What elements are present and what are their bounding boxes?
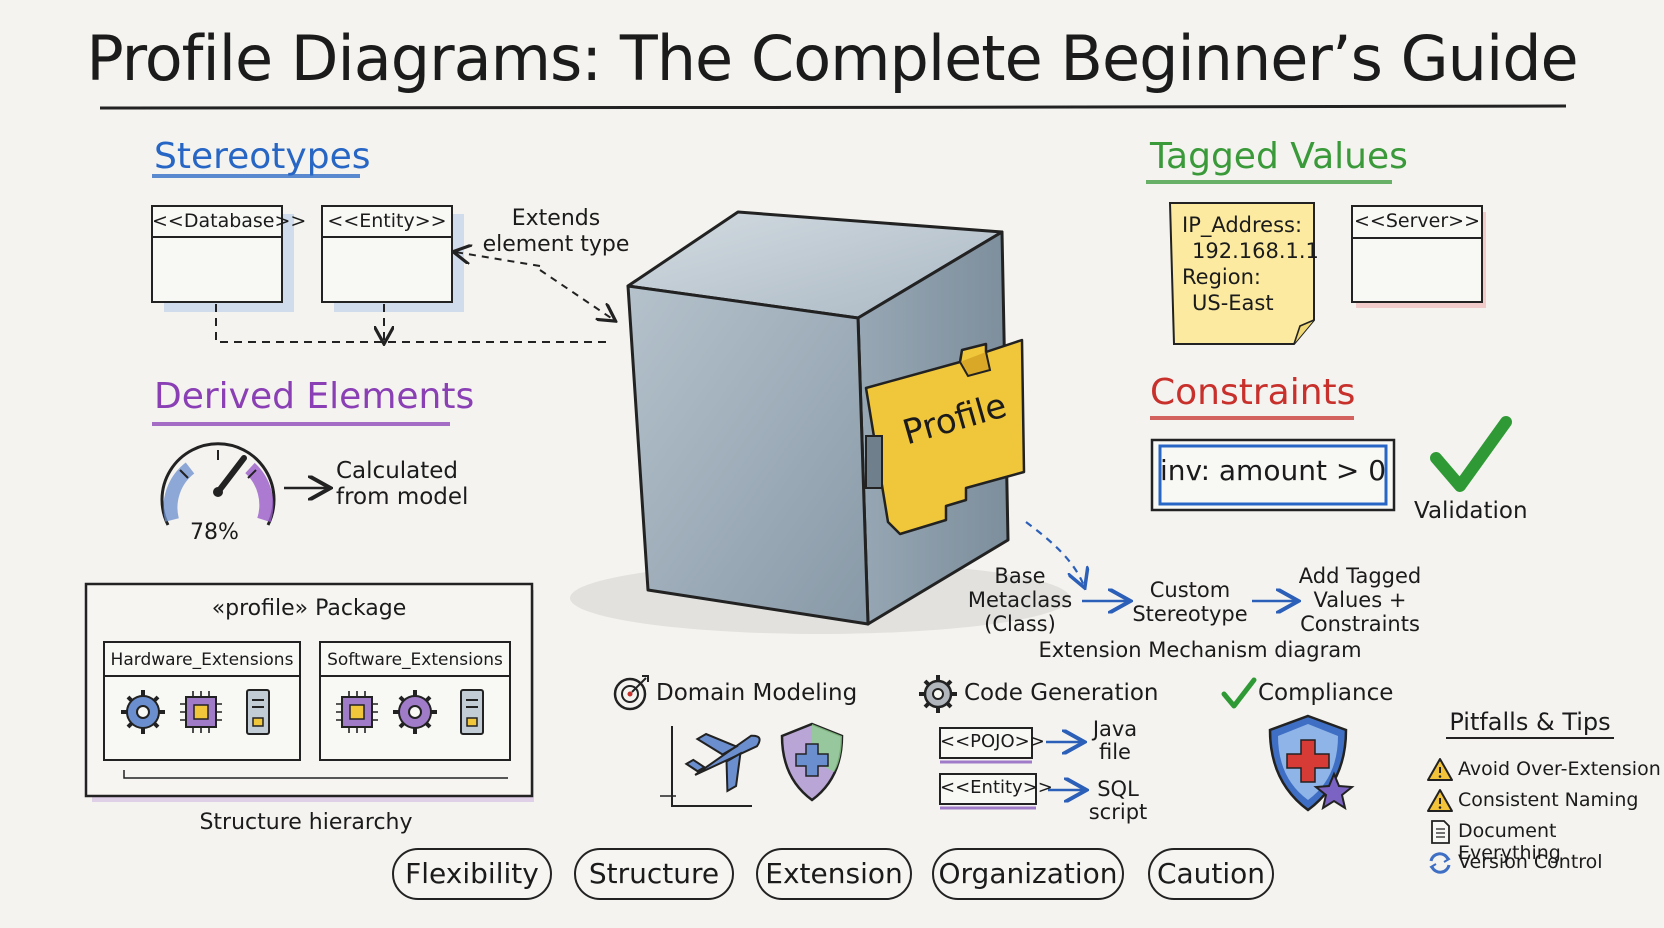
chip-icon	[180, 691, 222, 733]
stereotypes-heading: Stereotypes	[154, 136, 371, 177]
pill-structure: Structure	[574, 848, 734, 900]
code-generation-label: Code Generation	[964, 680, 1159, 706]
extends-arrow-to-box	[455, 252, 541, 267]
shield-icon	[780, 722, 844, 802]
extension-step-base-metaclass: Base Metaclass (Class)	[967, 564, 1073, 636]
chart-axes-icon	[660, 726, 752, 807]
constraints-heading: Constraints	[1150, 372, 1356, 413]
extension-step-custom-stereotype: Custom Stereotype	[1132, 578, 1248, 626]
database-stereotype-box	[151, 205, 294, 312]
package-title: «profile» Package	[211, 596, 407, 621]
validation-check-icon	[1430, 416, 1512, 492]
server-icon	[246, 689, 270, 735]
tip-item: Version Control	[1458, 851, 1603, 873]
warning-icon	[1427, 789, 1453, 812]
gear-icon	[919, 675, 957, 713]
entity-code-label: <<Entity>>	[940, 777, 1053, 798]
tips-heading: Pitfalls & Tips	[1449, 708, 1611, 736]
profile-tag-icon	[864, 338, 1026, 536]
region-label: Region:	[1182, 265, 1261, 289]
sql-script-label: SQL script	[1088, 777, 1148, 824]
shield-icon	[1268, 714, 1348, 812]
entity-stereotype-box	[321, 205, 464, 312]
extends-arrow-to-cube	[539, 269, 614, 320]
extension-caption: Extension Mechanism diagram	[1038, 638, 1362, 662]
region-value: US-East	[1192, 291, 1274, 315]
tip-item: Consistent Naming	[1458, 789, 1639, 811]
software-extensions-label: Software_Extensions	[327, 650, 503, 670]
tagged-values-heading: Tagged Values	[1150, 136, 1408, 177]
pojo-label: <<POJO>>	[940, 731, 1045, 752]
stereotype-connector-lines	[215, 304, 612, 342]
server-icon	[460, 689, 484, 735]
hardware-extensions-label: Hardware_Extensions	[110, 650, 294, 670]
server-stereotype-box	[1351, 205, 1486, 308]
java-file-label: Java file	[1092, 717, 1138, 764]
ip-address-value: 192.168.1.1	[1192, 239, 1319, 263]
compliance-label: Compliance	[1258, 680, 1394, 706]
server-stereotype-label: <<Server>>	[1354, 210, 1480, 232]
gear-icon	[121, 690, 165, 734]
ip-address-label: IP_Address:	[1182, 213, 1303, 237]
tip-item: Avoid Over-Extension	[1458, 758, 1661, 780]
warning-icon	[1427, 758, 1453, 781]
pill-caution: Caution	[1148, 848, 1274, 900]
derived-elements-heading: Derived Elements	[154, 376, 475, 417]
entity-code-box	[939, 773, 1037, 805]
document-icon	[1431, 820, 1450, 844]
page-title: Profile Diagrams: The Complete Beginner’…	[86, 22, 1578, 95]
database-stereotype-label: <<Database>>	[152, 210, 307, 232]
domain-modeling-label: Domain Modeling	[656, 680, 858, 706]
pojo-box	[939, 727, 1033, 759]
refresh-icon	[1429, 852, 1451, 874]
gear-icon	[393, 690, 437, 734]
cube-to-extension-arrow	[1025, 521, 1084, 586]
tip-item: Document Everything	[1458, 820, 1561, 864]
gauge-drawing	[160, 442, 276, 526]
tagged-values-note-text: IP_Address: 192.168.1.1 Region: US-East	[1182, 212, 1319, 316]
star-icon	[1313, 771, 1355, 811]
extends-note: Extends element type	[482, 206, 630, 257]
tagged-values-note	[1168, 202, 1315, 345]
package-caption: Structure hierarchy	[199, 810, 413, 835]
pill-extension: Extension	[756, 848, 912, 900]
target-icon	[613, 675, 649, 711]
gauge-needle	[215, 455, 247, 495]
derived-note: Calculated from model	[336, 458, 469, 510]
constraint-expression: inv: amount > 0	[1160, 454, 1387, 487]
validation-label: Validation	[1414, 498, 1528, 524]
entity-stereotype-label: <<Entity>>	[327, 210, 447, 232]
pill-organization: Organization	[932, 848, 1124, 900]
gauge-value: 78%	[190, 520, 239, 545]
extension-step-tagged-values: Add Tagged Values + Constraints	[1298, 564, 1422, 636]
compliance-check-icon	[1221, 677, 1257, 709]
constraint-box	[1150, 438, 1396, 512]
title-underline	[99, 104, 1567, 110]
pill-flexibility: Flexibility	[392, 848, 552, 900]
airplane-icon	[684, 732, 761, 793]
chip-icon	[336, 691, 378, 733]
